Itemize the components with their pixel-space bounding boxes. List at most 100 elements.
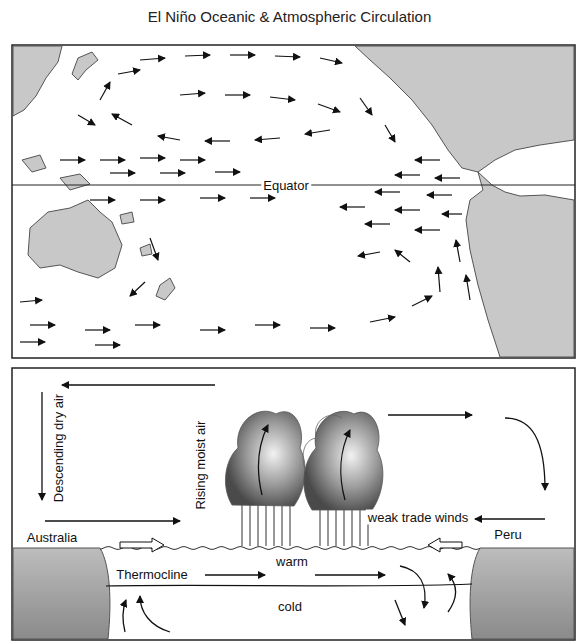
air-arrow: [45, 520, 180, 521]
current-arrow: [160, 172, 185, 173]
current-arrow: [340, 206, 365, 207]
new-zealand: [156, 278, 175, 300]
island: [22, 155, 46, 172]
landmasses: [13, 46, 574, 357]
current-arrow: [205, 140, 230, 141]
current-arrow: [255, 138, 280, 140]
island: [120, 212, 134, 224]
rain-line: [290, 500, 291, 546]
current-arrow: [200, 329, 225, 330]
place-label: Peru: [492, 527, 523, 542]
ocean-arrow: [205, 574, 265, 575]
layer-label: Thermocline: [114, 567, 190, 582]
south-america: [466, 172, 574, 357]
asia: [13, 46, 62, 116]
current-arrow: [442, 213, 462, 214]
current-arrow: [112, 114, 132, 125]
equator-label: Equator: [261, 178, 311, 193]
rain-line: [282, 500, 283, 546]
clouds: [225, 411, 382, 510]
current-arrow: [180, 159, 205, 160]
current-arrow: [318, 104, 340, 112]
air-label: Rising moist air: [193, 419, 208, 512]
current-arrow: [456, 240, 460, 262]
water-label: cold: [276, 599, 304, 614]
current-arrow: [180, 93, 205, 95]
current-arrow: [90, 199, 115, 200]
air-arrow: [388, 414, 472, 415]
section-frame: [12, 368, 575, 640]
japan: [72, 52, 98, 80]
rain-line: [258, 500, 259, 546]
current-arrow: [360, 98, 372, 115]
hollow-arrow: [120, 538, 164, 552]
wind-label: weak trade winds: [366, 510, 470, 525]
cloud: [225, 411, 305, 506]
cloud: [304, 411, 383, 510]
current-arrow: [20, 341, 45, 342]
ocean-arrow: [400, 566, 425, 608]
current-arrow: [466, 275, 470, 300]
current-arrow: [395, 174, 420, 175]
current-arrow: [415, 229, 440, 230]
rain-line: [274, 500, 275, 546]
australia-land: [28, 200, 122, 278]
title: El Niño Oceanic & Atmospheric Circulatio…: [0, 8, 579, 25]
current-arrow: [95, 344, 120, 345]
current-arrow: [85, 329, 110, 330]
current-arrow: [100, 82, 110, 100]
current-arrow: [135, 324, 160, 325]
air-label: Descending dry air: [51, 392, 66, 504]
current-arrow: [130, 282, 145, 296]
air-arrow: [41, 392, 42, 500]
current-arrow: [60, 159, 85, 160]
current-arrow: [215, 171, 240, 172]
current-arrow: [150, 238, 158, 260]
thermocline-line: [106, 584, 472, 586]
rain-line: [250, 500, 251, 546]
current-arrow: [320, 58, 342, 63]
rain-line: [266, 500, 267, 546]
current-arrow: [305, 130, 330, 134]
current-arrow: [200, 197, 225, 198]
current-arrow: [435, 177, 460, 178]
hollow-arrow: [428, 538, 462, 552]
ocean-arrow: [123, 600, 126, 632]
current-arrow: [185, 55, 210, 56]
current-arrow: [100, 159, 125, 160]
current-arrow: [310, 327, 335, 328]
current-arrow: [358, 252, 380, 256]
peru-shelf: [470, 548, 574, 639]
current-arrow: [225, 94, 250, 95]
air-arrow: [475, 518, 545, 519]
current-arrow: [275, 56, 300, 57]
current-arrow: [78, 115, 95, 125]
island: [60, 174, 90, 190]
current-arrows: [20, 55, 470, 345]
current-arrow: [412, 296, 432, 306]
air-arrow: [62, 384, 215, 385]
rising-arrow: [259, 425, 268, 495]
current-arrow: [20, 300, 42, 302]
ocean-arrow: [315, 574, 385, 575]
ocean-arrow: [395, 600, 405, 625]
air-arrow: [505, 418, 545, 490]
air-circulation: [42, 385, 545, 521]
current-arrow: [385, 125, 395, 142]
current-arrow: [140, 199, 165, 200]
water-label: warm: [274, 554, 310, 569]
current-arrow: [395, 209, 420, 210]
current-arrow: [415, 159, 440, 160]
current-arrow: [118, 70, 140, 74]
current-arrow: [158, 136, 180, 140]
ocean-arrow: [448, 574, 456, 612]
current-arrow: [365, 223, 390, 224]
island: [140, 244, 152, 256]
current-arrow: [438, 267, 440, 292]
wind-arrows: [120, 538, 462, 552]
australia-shelf: [13, 548, 110, 639]
current-arrow: [270, 97, 295, 100]
current-arrow: [250, 197, 275, 198]
current-arrow: [30, 324, 55, 325]
